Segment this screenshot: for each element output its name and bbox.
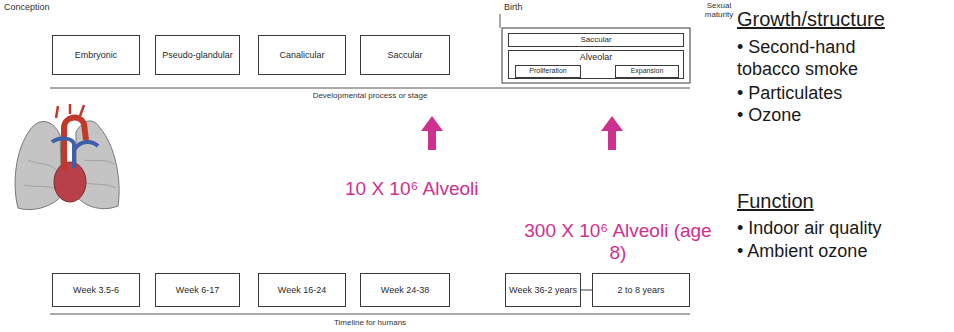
stage-label: Expansion (631, 67, 664, 75)
substage-box: Proliferation (515, 65, 581, 78)
stage-box: Week 6-17 (155, 273, 240, 307)
stage-label: Pseudo-glandular (162, 50, 233, 60)
substage-box: Expansion (615, 65, 679, 78)
stage-box: Canalicular (258, 35, 346, 75)
stage-box: Pseudo-glandular (155, 35, 240, 75)
annotation: • Ambient ozone (737, 240, 867, 262)
stage-box: AlveolarProliferation Expansion (508, 50, 684, 79)
annotation: Sexual maturity (696, 1, 742, 19)
stage-box: Week 3.5-6 (52, 273, 140, 307)
stage-box: Week 16-24 (258, 273, 346, 307)
stage-label: Proliferation (529, 67, 566, 75)
heart (54, 162, 86, 202)
annotation: • Indoor air quality (737, 217, 881, 239)
stage-rule (50, 88, 690, 89)
stage-label: Embryonic (75, 50, 118, 60)
stage-box: Week 24-38 (360, 273, 450, 307)
annotation: • Particulates (737, 82, 842, 104)
stage-label: Saccular (580, 35, 611, 44)
stage-label: Saccular (387, 50, 422, 60)
annotation: • Second-hand tobacco smoke (737, 36, 912, 80)
birth-arrow (421, 116, 443, 150)
annotation: Developmental process or stage (250, 91, 490, 100)
stage-box: Embryonic (52, 35, 140, 75)
stage-label: Canalicular (279, 50, 324, 60)
alveoli-count: 10 X 10⁶ Alveoli (345, 178, 479, 200)
stage-label: Week 16-24 (278, 285, 326, 295)
section-heading: Function (737, 190, 814, 212)
annotation: • Ozone (737, 104, 801, 126)
stage-label: 2 to 8 years (617, 285, 664, 295)
annotation: Birth (504, 2, 523, 12)
arch-branches (56, 104, 84, 118)
alveoli-count: 300 X 10⁶ Alveoli (age 8) (518, 220, 718, 264)
stage-label: Alveolar (580, 52, 613, 62)
section-heading: Growth/structure (737, 8, 885, 30)
postnatal-frame (502, 28, 690, 83)
stage-box: Week 36-2 years (505, 273, 581, 307)
annotation: Timeline for humans (250, 318, 490, 327)
connector-line (581, 290, 592, 291)
timeline-rule (50, 314, 690, 315)
birth-tick (500, 14, 501, 28)
stage-box: Saccular (508, 33, 684, 47)
lung-illustration (15, 104, 119, 210)
stage-label: Week 36-2 years (509, 285, 577, 295)
stage-label: Week 6-17 (176, 285, 219, 295)
stage-label: Week 3.5-6 (73, 285, 119, 295)
left-lung (15, 122, 62, 210)
age-arrow (601, 116, 623, 150)
annotation: Conception (4, 2, 50, 12)
stage-box: 2 to 8 years (592, 273, 690, 307)
pulmonary-vessels (52, 138, 98, 168)
stage-box: Saccular (360, 35, 450, 75)
stage-label: Week 24-38 (381, 285, 429, 295)
